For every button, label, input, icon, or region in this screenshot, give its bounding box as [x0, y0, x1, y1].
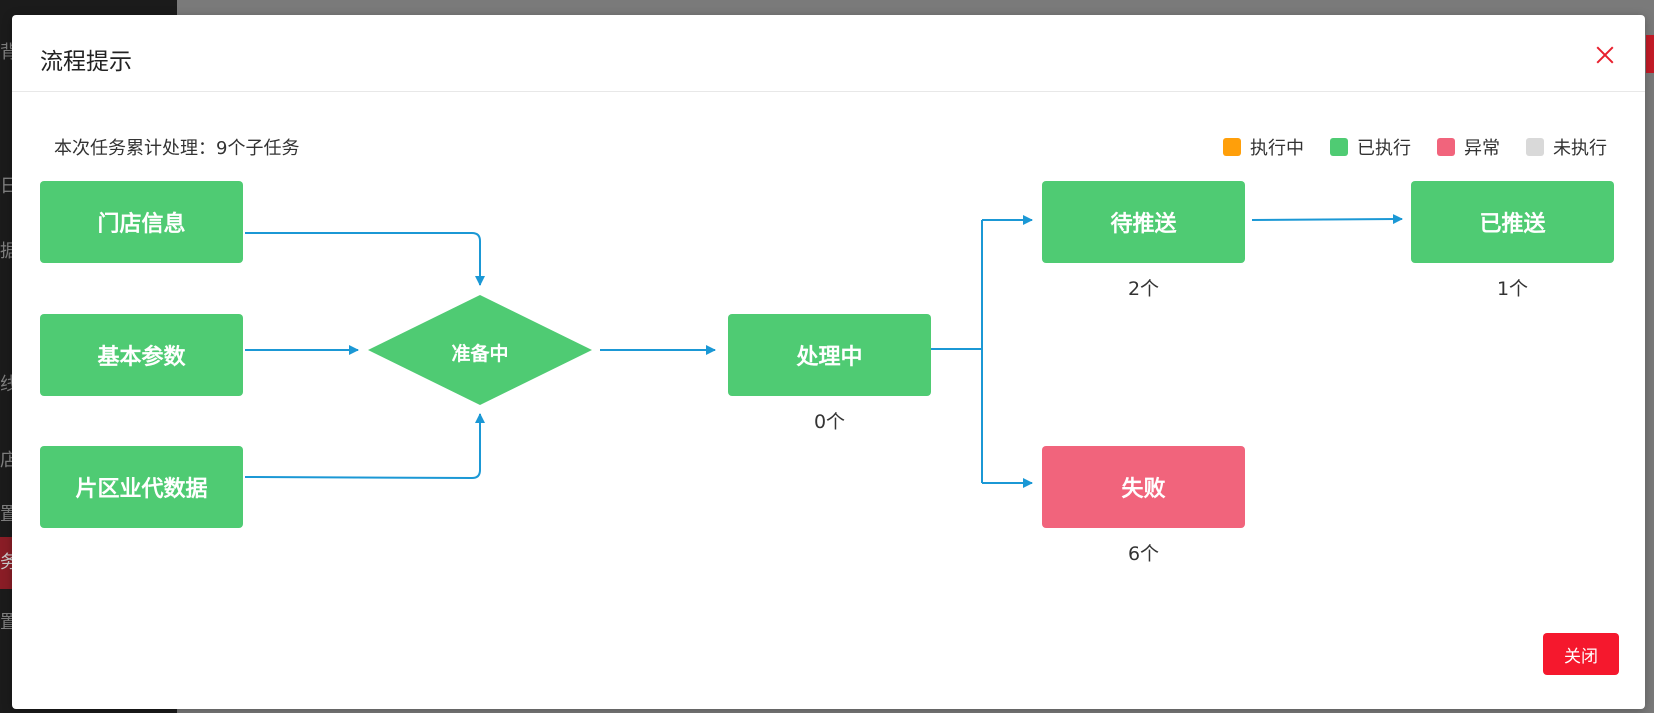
node-store-info: 门店信息	[40, 181, 243, 263]
node-basic-params: 基本参数	[40, 314, 243, 396]
legend-label: 未执行	[1553, 138, 1607, 159]
connector-area-data	[244, 413, 485, 480]
legend-item-running: 执行中	[1223, 134, 1304, 160]
pushed-count: 1个	[1496, 278, 1529, 300]
failed-count: 6个	[1127, 543, 1160, 565]
legend-swatch	[1437, 138, 1455, 156]
node-pushed: 已推送	[1411, 181, 1614, 263]
legend-label: 已执行	[1357, 138, 1411, 159]
dialog-header: 流程提示	[12, 15, 1645, 92]
close-icon[interactable]	[1595, 45, 1615, 65]
node-area-agent-data: 片区业代数据	[40, 446, 243, 528]
connector-store-info	[245, 232, 485, 286]
legend-swatch	[1526, 138, 1544, 156]
node-failed: 失败	[1042, 446, 1245, 528]
processing-count: 0个	[813, 411, 846, 433]
legend-label: 执行中	[1250, 138, 1304, 159]
background-edge-button	[1646, 35, 1654, 73]
legend: 执行中 已执行 异常 未执行	[1223, 134, 1607, 160]
node-processing: 处理中	[728, 314, 931, 396]
legend-label: 异常	[1464, 138, 1500, 159]
process-dialog: 流程提示 本次任务累计处理：9个子任务 执行中 已执行 异常 未执行	[12, 15, 1645, 709]
node-pending-push: 待推送	[1042, 181, 1245, 263]
pending-push-count: 2个	[1127, 278, 1160, 300]
legend-swatch	[1330, 138, 1348, 156]
close-button[interactable]: 关闭	[1543, 633, 1619, 675]
gate-label: 准备中	[451, 343, 509, 365]
dialog-title: 流程提示	[40, 49, 132, 75]
task-summary: 本次任务累计处理：9个子任务	[54, 138, 300, 159]
connector-pending-to-pushed	[1251, 214, 1403, 225]
legend-item-error: 异常	[1437, 134, 1500, 160]
legend-item-pending: 未执行	[1526, 134, 1607, 160]
legend-item-done: 已执行	[1330, 134, 1411, 160]
legend-swatch	[1223, 138, 1241, 156]
